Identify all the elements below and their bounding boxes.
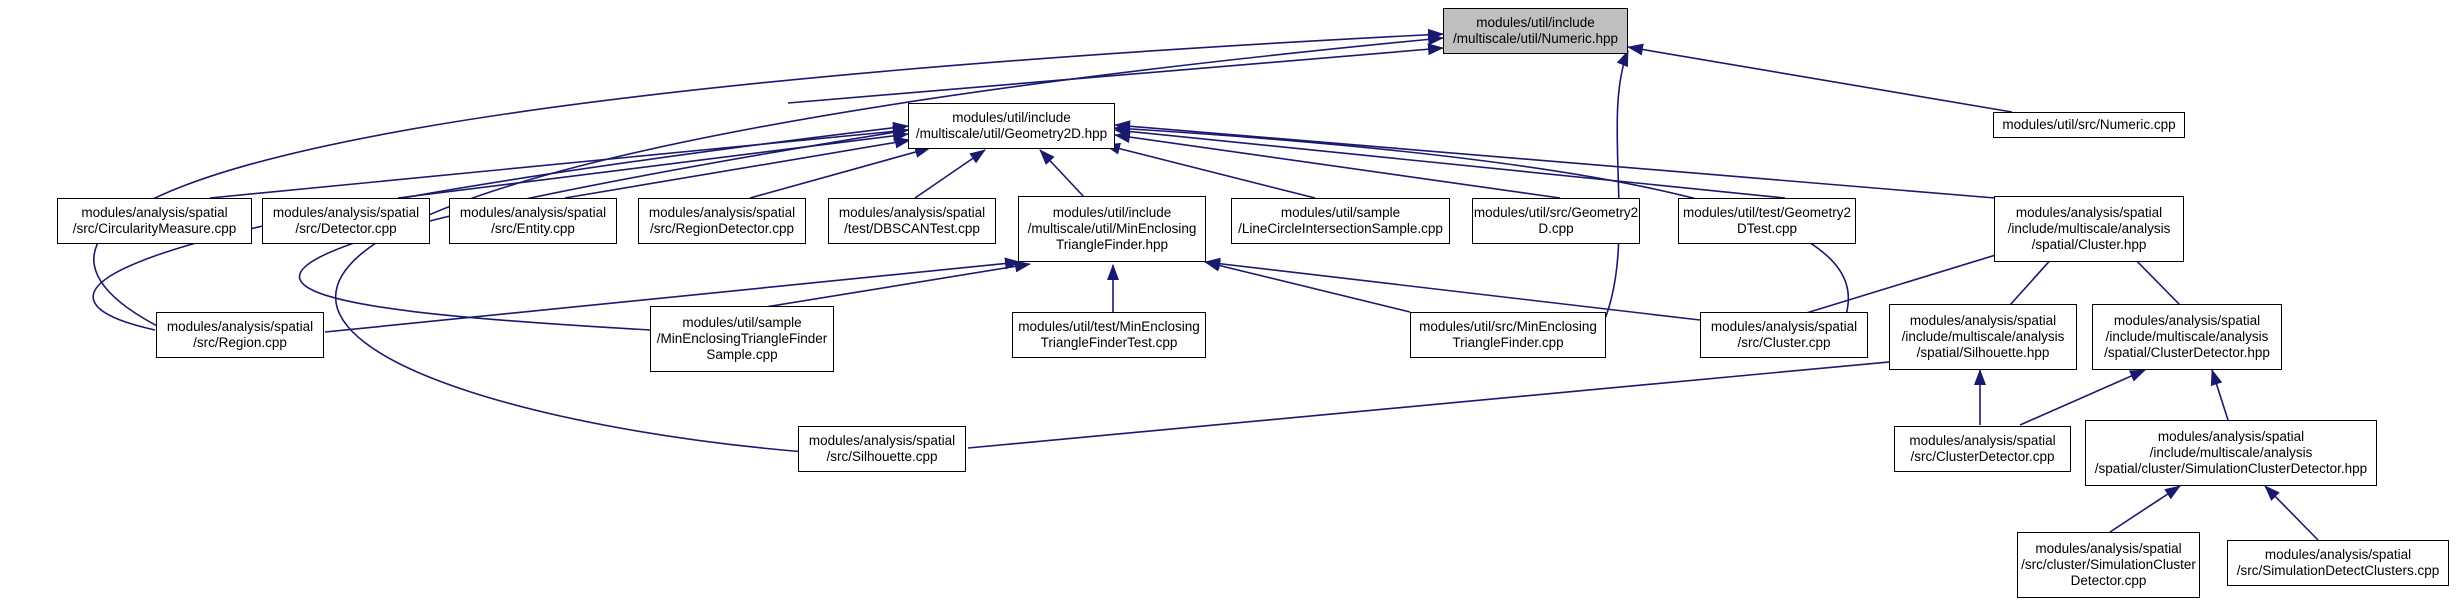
node-linecircle-cpp[interactable]: modules/util/sample/LineCircleIntersecti…: [1231, 198, 1450, 244]
node-label: modules/analysis/spatial/src/Region.cpp: [166, 319, 314, 350]
node-region-cpp[interactable]: modules/analysis/spatial/src/Region.cpp: [156, 312, 324, 358]
edge-cluster-cpp-to-minenclosing-hpp: [1204, 257, 1701, 321]
node-label: modules/analysis/spatial/include/multisc…: [1901, 313, 2065, 360]
node-label: modules/util/sample/MinEnclosingTriangle…: [656, 315, 828, 362]
edge-region-cpp-to-numeric-hpp: [93, 28, 1444, 331]
edge-geometry2d-hpp-to-numeric-hpp: [787, 43, 1444, 104]
node-silhouette-cpp[interactable]: modules/analysis/spatial/src/Silhouette.…: [798, 426, 966, 472]
edge-dbscantest-to-geometry2d: [914, 149, 986, 199]
node-label: modules/analysis/spatial/src/RegionDetec…: [648, 205, 796, 236]
node-minenclosing-hpp[interactable]: modules/util/include/multiscale/util/Min…: [1018, 196, 1206, 262]
edge-cluster-cpp-to-cluster-hpp: [1789, 244, 2026, 319]
node-geometry2d-hpp[interactable]: modules/util/include/multiscale/util/Geo…: [908, 103, 1115, 149]
node-clusterdetector-hpp[interactable]: modules/analysis/spatial/include/multisc…: [2092, 304, 2282, 370]
node-simclusterdetector-hpp[interactable]: modules/analysis/spatial/include/multisc…: [2085, 420, 2377, 486]
node-entity-cpp[interactable]: modules/analysis/spatial/src/Entity.cpp: [449, 198, 617, 244]
node-label: modules/util/include/multiscale/util/Geo…: [915, 110, 1108, 141]
node-label: modules/analysis/spatial/src/Entity.cpp: [459, 205, 607, 236]
node-label: modules/util/sample/LineCircleIntersecti…: [1238, 205, 1443, 236]
node-label: modules/analysis/spatial/src/Detector.cp…: [272, 205, 420, 236]
node-label: modules/analysis/spatial/src/cluster/Sim…: [2021, 541, 2196, 588]
edge-entity-to-geometry2d: [564, 136, 911, 199]
node-label: modules/analysis/spatial/include/multisc…: [2104, 313, 2270, 360]
edge-simclusterdetector-hpp-to-clusterdetector-hpp: [2210, 369, 2229, 421]
node-label: modules/analysis/spatial/include/multisc…: [2094, 429, 2368, 476]
node-simdetectclusters-cpp[interactable]: modules/analysis/spatial/src/SimulationD…: [2227, 540, 2449, 586]
edge-regiondetector-to-geometry2d: [749, 146, 931, 199]
node-silhouette-hpp[interactable]: modules/analysis/spatial/include/multisc…: [1889, 304, 2077, 370]
edge-mesrc-cpp-to-numeric-hpp: [1599, 50, 1629, 331]
edge-linecircle-to-geometry2d: [1104, 142, 1316, 199]
node-label: modules/analysis/spatial/src/Silhouette.…: [808, 433, 956, 464]
node-mesample-cpp[interactable]: modules/util/sample/MinEnclosingTriangle…: [650, 306, 834, 372]
node-label: modules/analysis/spatial/src/ClusterDete…: [1909, 433, 2056, 464]
edge-numeric-cpp-to-numeric-hpp: [1627, 43, 2013, 113]
edge-simcluster-cpp-to-simcluster-hpp: [2109, 485, 2181, 533]
edge-clusterdetector-cpp-to-clusterdetector-hpp: [2019, 369, 2146, 426]
node-regiondetector-cpp[interactable]: modules/analysis/spatial/src/RegionDetec…: [638, 198, 806, 244]
edge-geometry2dtest-to-geometry2d: [1114, 125, 1786, 199]
edge-simdetect-cpp-to-simcluster-hpp: [2264, 485, 2319, 541]
node-cluster-hpp[interactable]: modules/analysis/spatial/include/multisc…: [1994, 196, 2184, 262]
node-simclusterdetector-cpp[interactable]: modules/analysis/spatial/src/cluster/Sim…: [2017, 532, 2200, 598]
node-label: modules/analysis/spatial/include/multisc…: [2007, 205, 2171, 252]
node-numeric-cpp[interactable]: modules/util/src/Numeric.cpp: [1993, 112, 2185, 138]
node-circularity-cpp[interactable]: modules/analysis/spatial/src/Circularity…: [57, 198, 252, 244]
edge-geometry2d-cpp-to-geometry2d: [1114, 131, 1561, 199]
edge-mesrc-to-minenclosing-hpp: [1204, 259, 1411, 313]
node-label: modules/util/include/multiscale/util/Min…: [1027, 205, 1197, 252]
node-clusterdetector-cpp[interactable]: modules/analysis/spatial/src/ClusterDete…: [1894, 426, 2071, 472]
edge-detector-to-geometry2d: [397, 129, 909, 199]
node-label: modules/analysis/spatial/src/Circularity…: [72, 205, 237, 236]
edge-cluster-hpp-to-geometry2d: [1114, 120, 1996, 199]
node-detector-cpp[interactable]: modules/analysis/spatial/src/Detector.cp…: [262, 198, 430, 244]
node-cluster-cpp[interactable]: modules/analysis/spatial/src/Cluster.cpp: [1700, 312, 1868, 358]
edge-silhouette-cpp-to-numeric-hpp: [334, 33, 1444, 453]
node-dbscantest-cpp[interactable]: modules/analysis/spatial/test/DBSCANTest…: [828, 198, 996, 244]
edge-circularity-to-geometry2d: [209, 125, 909, 199]
node-label: modules/util/include/multiscale/util/Num…: [1452, 15, 1619, 46]
edge-minenclosing-hpp-to-geometry2d: [1039, 149, 1086, 199]
node-label: modules/analysis/spatial/src/Cluster.cpp: [1710, 319, 1858, 350]
edge-region-cpp-to-minenclosing-hpp: [324, 257, 1021, 333]
edge-region-cpp-to-geometry2d: [92, 121, 909, 331]
edge-silhouette-cpp-to-silhouette-hpp: [967, 351, 1954, 449]
node-label: modules/analysis/spatial/test/DBSCANTest…: [838, 205, 986, 236]
node-numeric-hpp[interactable]: modules/util/include/multiscale/util/Num…: [1443, 8, 1628, 54]
node-label: modules/analysis/spatial/src/SimulationD…: [2236, 547, 2440, 578]
edge-mesample-to-minenclosing-hpp: [734, 260, 1031, 313]
node-label: modules/util/src/Numeric.cpp: [2002, 117, 2176, 132]
edge-mesample-to-geometry2d: [298, 126, 909, 331]
